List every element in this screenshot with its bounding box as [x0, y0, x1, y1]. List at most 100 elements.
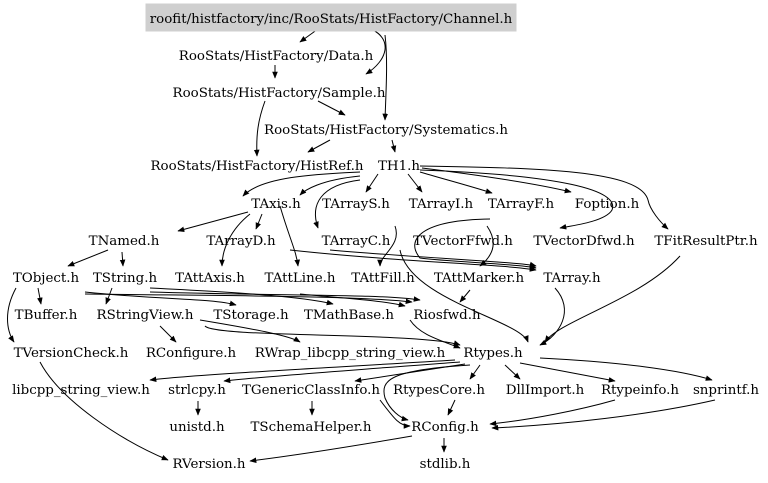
- node-stdlib[interactable]: stdlib.h: [420, 457, 471, 472]
- edge-rtypeinfo-rconfig: [489, 399, 616, 427]
- node-tvectorffwd[interactable]: TVectorFfwd.h: [413, 234, 513, 249]
- node-tgenericclassinfo[interactable]: TGenericClassInfo.h: [242, 383, 380, 398]
- node-tattline[interactable]: TAttLine.h: [265, 271, 336, 286]
- node-strlcpy[interactable]: strlcpy.h: [168, 383, 226, 398]
- node-riosfwd[interactable]: Riosfwd.h: [413, 308, 481, 323]
- node-tvectordfwd[interactable]: TVectorDfwd.h: [533, 234, 635, 249]
- node-tarrayc[interactable]: TArrayC.h: [322, 234, 391, 249]
- edge-tversioncheck-rversion: [39, 361, 169, 461]
- edge-taxis-tarrayd: [255, 213, 263, 230]
- root-node[interactable]: roofit/histfactory/inc/RooStats/HistFact…: [145, 3, 517, 32]
- node-dllimport[interactable]: DllImport.h: [506, 383, 585, 398]
- edge-snprintf-rconfig: [491, 399, 716, 431]
- node-tarrayd[interactable]: TArrayD.h: [206, 234, 276, 249]
- edge-th1-tattline: [279, 205, 300, 267]
- edge-tobject-riosfwd: [84, 293, 413, 305]
- node-tfitresultptr[interactable]: TFitResultPtr.h: [654, 234, 758, 249]
- edge-tstring-rstringview: [105, 287, 113, 305]
- node-th1[interactable]: TH1.h: [378, 159, 420, 174]
- node-tstring[interactable]: TString.h: [93, 271, 158, 286]
- node-tstorage[interactable]: TStorage.h: [213, 308, 289, 323]
- node-tattfill[interactable]: TAttFill.h: [351, 271, 415, 286]
- node-sample[interactable]: RooStats/HistFactory/Sample.h: [172, 86, 385, 101]
- edge-th1-tarrayf: [419, 171, 493, 194]
- edge-sample-systematics: [317, 100, 346, 116]
- node-tarrayi[interactable]: TArrayI.h: [409, 197, 474, 212]
- edge-tarrayc-tarray: [329, 249, 537, 268]
- node-tobject[interactable]: TObject.h: [13, 271, 80, 286]
- edge-tarray-rtypes: [539, 287, 565, 346]
- edge-th1-tfitresultptr: [419, 165, 669, 230]
- edge-taxis-tnamed: [177, 211, 249, 233]
- edge-tstorage-rtypes: [204, 325, 461, 346]
- root-node-box: [145, 3, 517, 32]
- node-systematics[interactable]: RooStats/HistFactory/Systematics.h: [264, 123, 508, 138]
- node-data[interactable]: RooStats/HistFactory/Data.h: [179, 49, 374, 64]
- node-unistd[interactable]: unistd.h: [169, 420, 225, 435]
- edge-tarrayd-tarray: [289, 249, 537, 272]
- node-rconfig[interactable]: RConfig.h: [411, 420, 479, 435]
- node-tarray[interactable]: TArray.h: [543, 271, 601, 286]
- node-tattmarker[interactable]: TAttMarker.h: [434, 271, 525, 286]
- node-rtypes[interactable]: Rtypes.h: [463, 346, 523, 361]
- edge-th1-taxis: [242, 171, 361, 197]
- edge-rtypes-snprintf: [539, 357, 713, 381]
- node-tversioncheck[interactable]: TVersionCheck.h: [14, 346, 129, 361]
- edge-taxis-tattaxis: [219, 213, 251, 267]
- edge-rconfig-rversion: [249, 435, 413, 463]
- edge-rtypes-rtypeinfo: [519, 362, 616, 383]
- edge-systematics-th1: [390, 139, 397, 153]
- node-tbuffer[interactable]: TBuffer.h: [15, 308, 78, 323]
- edge-rtypes-rtypescore: [469, 364, 481, 380]
- edge-tarrayf-tarray: [414, 218, 537, 270]
- edge-th1-tarrayd: [299, 175, 361, 196]
- node-tschemahelper[interactable]: TSchemaHelper.h: [250, 420, 371, 435]
- edge-tobject-tversioncheck: [7, 287, 17, 343]
- node-rtypescore[interactable]: RtypesCore.h: [393, 383, 485, 398]
- edge-rtypes-libcpp: [149, 359, 456, 383]
- edge-rstringview-rwrap: [199, 319, 301, 343]
- node-rstringview[interactable]: RStringView.h: [97, 308, 194, 323]
- graph-nodes: RooStats/HistFactory/Data.h RooStats/His…: [12, 49, 759, 472]
- edge-tnamed-tstring: [119, 251, 126, 267]
- node-foption[interactable]: Foption.h: [575, 197, 640, 212]
- node-tnamed[interactable]: TNamed.h: [89, 234, 160, 249]
- node-rwrap[interactable]: RWrap_libcpp_string_view.h: [255, 346, 446, 361]
- node-rtypeinfo[interactable]: Rtypeinfo.h: [601, 383, 679, 398]
- root-node-label: roofit/histfactory/inc/RooStats/HistFact…: [150, 12, 513, 27]
- node-snprintf[interactable]: snprintf.h: [693, 383, 759, 398]
- edge-rstringview-rconfigure: [159, 325, 177, 343]
- edge-th1-tattmarker: [479, 225, 494, 267]
- edge-rtypes-dllimport: [504, 364, 521, 380]
- node-histref[interactable]: RooStats/HistFactory/HistRef.h: [150, 159, 363, 174]
- edge-rtypes-strlcpy: [223, 361, 461, 384]
- node-tmathbase[interactable]: TMathBase.h: [304, 308, 395, 323]
- edge-systematics-histref: [307, 139, 331, 153]
- node-rversion[interactable]: RVersion.h: [172, 457, 245, 472]
- edge-tattline-riosfwd: [299, 293, 406, 308]
- edge-tvectorffwd-rtypes: [399, 249, 529, 343]
- edge-tobject-tbuffer: [37, 287, 43, 305]
- edge-th1-tvectordfwd: [419, 169, 614, 230]
- edge-th1-tarrayi: [407, 173, 423, 193]
- edge-sample-histref: [253, 100, 266, 157]
- node-rconfigure[interactable]: RConfigure.h: [146, 346, 237, 361]
- node-tattaxis[interactable]: TAttAxis.h: [175, 271, 245, 286]
- edge-tnamed-tobject: [67, 249, 109, 267]
- edge-channel-systematics: [382, 34, 389, 121]
- edge-th1-tattfill: [377, 225, 397, 267]
- edge-riosfwd-rtypes: [409, 319, 461, 349]
- node-tarrays[interactable]: TArrayS.h: [322, 197, 390, 212]
- edge-tgenericclassinfo-rconfig: [379, 399, 411, 429]
- dependency-edges: [7, 28, 716, 463]
- edge-th1-foption: [421, 167, 572, 194]
- edge-rtypes-rconfig: [383, 364, 471, 422]
- node-tarrayf[interactable]: TArrayF.h: [488, 197, 555, 212]
- edge-tstring-riosfwd: [149, 291, 421, 302]
- edge-th1-tarrays: [365, 173, 379, 193]
- node-libcpp[interactable]: libcpp_string_view.h: [12, 383, 150, 398]
- edge-th1-tarrayc: [313, 179, 361, 229]
- node-taxis[interactable]: TAxis.h: [251, 197, 301, 212]
- edge-rtypescore-rconfig: [447, 399, 456, 416]
